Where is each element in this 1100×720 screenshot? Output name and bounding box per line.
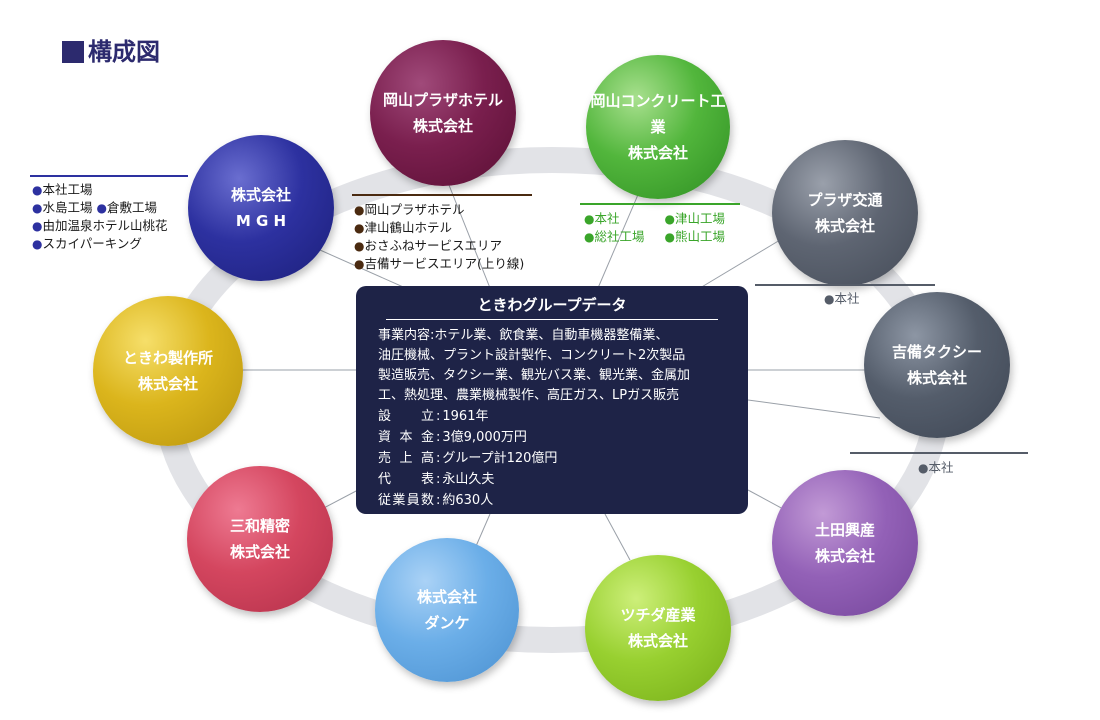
company-plaza-kotsu: プラザ交通 株式会社	[772, 140, 918, 286]
company-name: M G H	[235, 212, 287, 230]
company-name: 岡山プラザホテル	[382, 91, 503, 109]
business-line: 工、熱処理、農業機械製作、高圧ガス、LPガス販売	[378, 388, 680, 403]
company-type: 株式会社	[230, 186, 291, 204]
list-item: スカイパーキング	[42, 236, 142, 251]
mgh-sites-rule	[30, 175, 188, 177]
bullet-icon: ●	[354, 221, 365, 235]
list-item: 本社	[928, 460, 954, 475]
hotel-site-list: ●岡山プラザホテル ●津山鶴山ホテル ●おさふねサービスエリア ●吉備サービスエ…	[354, 201, 524, 273]
bullet-icon: ●	[354, 203, 365, 217]
connector-sanwa	[319, 489, 359, 511]
company-sanwa-seimitsu: 三和精密 株式会社	[187, 466, 333, 612]
bullet-icon: ●	[96, 201, 107, 215]
bullet-icon: ●	[584, 212, 595, 226]
list-item: 熊山工場	[674, 229, 725, 244]
data-row-representative: 代表:永山久夫	[378, 472, 495, 487]
company-danke: 株式会社 ダンケ	[375, 538, 519, 682]
company-mgh: 株式会社 M G H	[188, 135, 334, 281]
company-type: 株式会社	[229, 543, 290, 561]
company-type: 株式会社	[627, 632, 688, 650]
company-type: 株式会社	[814, 217, 875, 235]
bullet-icon: ●	[664, 212, 675, 226]
bullet-icon: ●	[824, 292, 835, 306]
business-line: 製造販売、タクシー業、観光バス業、観光業、金属加	[378, 368, 691, 383]
bullet-icon: ●	[32, 201, 43, 215]
list-item: 本社	[834, 291, 860, 306]
company-name: 岡山コンクリート工業	[590, 92, 726, 136]
page-title: 構成図	[62, 32, 160, 67]
company-name: 土田興産	[814, 521, 875, 539]
company-type: 株式会社	[416, 588, 477, 606]
bullet-icon: ●	[32, 219, 43, 233]
company-okayama-concrete: 岡山コンクリート工業 株式会社	[586, 55, 730, 199]
business-line: 事業内容:ホテル業、飲食業、自動車機器整備業、	[378, 328, 669, 343]
company-tsuchida-sangyo: ツチダ産業 株式会社	[585, 555, 731, 701]
list-item: 由加温泉ホテル山桃花	[42, 218, 168, 233]
company-name: ダンケ	[424, 614, 470, 632]
company-tokiwa-seisakusho: ときわ製作所 株式会社	[93, 296, 243, 446]
list-item: 総社工場	[594, 229, 645, 244]
company-name: 三和精密	[229, 517, 290, 535]
konk-sites-rule	[580, 203, 740, 205]
list-item: 本社工場	[42, 182, 93, 197]
company-name: 吉備タクシー	[891, 343, 982, 361]
company-kibi-taxi: 吉備タクシー 株式会社	[864, 292, 1010, 438]
list-item: 倉敷工場	[106, 200, 157, 215]
data-row-capital: 資本金:3億9,000万円	[378, 430, 527, 445]
list-item: 水島工場	[42, 200, 93, 215]
bullet-icon: ●	[664, 230, 675, 244]
connector-kibi-2	[747, 399, 881, 419]
konk-site-list: ●本社 ●津山工場 ●総社工場 ●熊山工場	[584, 210, 725, 246]
connector-mgh	[319, 249, 411, 291]
connector-konk	[597, 189, 641, 289]
company-name: プラザ交通	[807, 191, 883, 209]
company-tsuchida-kosan: 土田興産 株式会社	[772, 470, 918, 616]
list-item: おさふねサービスエリア	[364, 238, 502, 253]
list-item: 津山工場	[674, 211, 725, 226]
connector-tsuchida	[604, 513, 631, 561]
bullet-icon: ●	[584, 230, 595, 244]
mgh-site-list: ●本社工場 ●水島工場 ●倉敷工場 ●由加温泉ホテル山桃花 ●スカイパーキング	[32, 181, 168, 253]
kibi-site-rule	[850, 452, 1028, 454]
bullet-icon: ●	[32, 237, 43, 251]
bullet-icon: ●	[354, 257, 365, 271]
list-item: 岡山プラザホテル	[364, 202, 465, 217]
company-okayama-plaza-hotel: 岡山プラザホテル 株式会社	[370, 40, 516, 186]
plaza-site-rule	[755, 284, 935, 286]
list-item: 本社	[594, 211, 620, 226]
business-description: 事業内容:ホテル業、飲食業、自動車機器整備業、 油圧機械、プラント設計製作、コン…	[378, 326, 726, 406]
company-type: 株式会社	[814, 547, 875, 565]
company-type: 株式会社	[627, 144, 688, 162]
company-type: 株式会社	[412, 117, 473, 135]
group-data-title: ときわグループデータ	[386, 294, 718, 320]
bullet-icon: ●	[32, 183, 43, 197]
company-type: 株式会社	[137, 375, 198, 393]
data-row-sales: 売上高:グループ計120億円	[378, 451, 558, 466]
group-data-box: ときわグループデータ 事業内容:ホテル業、飲食業、自動車機器整備業、 油圧機械、…	[356, 286, 748, 514]
list-item: 吉備サービスエリア(上り線)	[364, 256, 525, 271]
kibi-site: ●本社	[918, 459, 954, 477]
hotel-sites-rule	[352, 194, 532, 196]
plaza-site: ●本社	[824, 290, 860, 308]
company-name: ときわ製作所	[122, 349, 213, 367]
bullet-icon: ●	[354, 239, 365, 253]
company-type: 株式会社	[906, 369, 967, 387]
connector-hotel	[442, 169, 491, 289]
company-name: ツチダ産業	[620, 606, 696, 624]
connector-lines	[240, 169, 881, 561]
connector-doda	[747, 489, 786, 511]
business-line: 油圧機械、プラント設計製作、コンクリート2次製品	[378, 348, 686, 363]
data-row-established: 設立:1961年	[378, 409, 489, 424]
list-item: 津山鶴山ホテル	[364, 220, 452, 235]
bullet-icon: ●	[918, 461, 929, 475]
data-row-employees: 従業員数:約630人	[378, 493, 494, 508]
connector-plaza	[699, 239, 781, 289]
square-icon	[62, 41, 84, 63]
